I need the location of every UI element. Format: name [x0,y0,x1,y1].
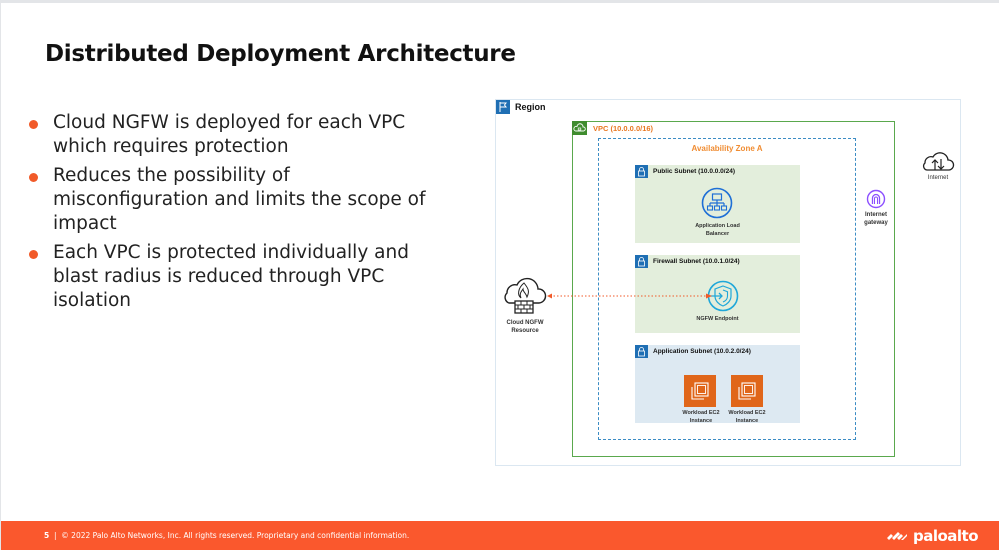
arrow-right-icon [706,293,712,299]
ngfw-endpoint-label: NGFW Endpoint [696,316,739,322]
cloud-ngfw-label-line2: Resource [511,328,539,334]
ec2-instance-icon [731,375,763,407]
bullet-dot-icon [29,250,38,259]
paloalto-logo-mark-icon [886,532,907,540]
vpc-group: VPC (10.0.0.0/16) [572,121,895,457]
load-balancer-icon [701,187,733,219]
lock-icon [635,165,648,178]
internet-gateway-icon [866,189,886,209]
footer-separator: | [51,531,59,540]
region-label: Region [515,102,546,112]
availability-zone-group: Availability Zone A [598,138,856,440]
slide-title: Distributed Deployment Architecture [45,41,516,67]
ec2-label-line1: Workload EC2 [728,410,766,416]
ec2-instance-icon [684,375,716,407]
lock-icon [635,345,648,358]
bullet-item: Reduces the possibility of misconfigurat… [29,164,449,236]
internet-gateway-label-line2: gateway [864,220,888,226]
traffic-link [547,293,712,299]
firewall-subnet: Firewall Subnet (10.0.1.0/24) NGFW Endpo… [635,255,800,333]
footer-text: 5 | © 2022 Palo Alto Networks, Inc. All … [44,531,409,540]
cloud-ngfw-label-line1: Cloud NGFW [506,320,544,326]
ec2-instance-label: Workload EC2 Instance [675,409,727,425]
load-balancer-label-line2: Balancer [705,231,730,237]
bullet-dot-icon [29,173,38,182]
application-subnet: Application Subnet (10.0.2.0/24) [635,345,800,423]
vpc-label: VPC (10.0.0.0/16) [593,124,654,133]
paloalto-logo: paloalto [885,526,979,546]
public-subnet-label: Public Subnet (10.0.0.0/24) [653,168,735,175]
logo-text: paloalto [912,527,979,545]
arrow-left-icon [547,293,552,299]
load-balancer-label-line1: Application Load [695,223,740,229]
page-number: 5 [44,531,50,540]
application-subnet-label: Application Subnet (10.0.2.0/24) [653,348,751,355]
ec2-label-line1: Workload EC2 [682,410,720,416]
cloud-ngfw-icon [504,277,547,314]
bullet-item: Each VPC is protected individually and b… [29,241,449,313]
region-flag-icon [496,100,510,114]
bullet-text: Reduces the possibility of misconfigurat… [53,165,426,234]
bullet-text: Cloud NGFW is deployed for each VPC whic… [53,112,406,157]
copyright-text: © 2022 Palo Alto Networks, Inc. All righ… [61,531,410,540]
bullet-text: Each VPC is protected individually and b… [53,242,409,311]
availability-zone-label: Availability Zone A [691,144,763,153]
bullet-dot-icon [29,120,38,129]
public-subnet: Public Subnet (10.0.0.0/24) Application … [635,165,800,243]
firewall-subnet-label: Firewall Subnet (10.0.1.0/24) [653,258,740,265]
bullet-list: Cloud NGFW is deployed for each VPC whic… [29,111,449,318]
ec2-instance-label: Workload EC2 Instance [721,409,773,425]
internet-cloud-icon [922,152,955,171]
internet-gateway-label: Internet gateway [856,211,896,227]
region-group: Region [495,99,961,466]
internet-label: Internet [927,175,949,181]
vpc-cloud-icon [572,121,587,135]
bullet-item: Cloud NGFW is deployed for each VPC whic… [29,111,449,159]
load-balancer-label: Application Load Balancer [635,222,800,238]
internet-gateway-label-line1: Internet [864,212,887,218]
ec2-label-line2: Instance [735,418,759,424]
lock-icon [635,255,648,268]
cloud-ngfw-label: Cloud NGFW Resource [498,319,552,335]
footer-bar: 5 | © 2022 Palo Alto Networks, Inc. All … [1,521,999,550]
ec2-label-line2: Instance [689,418,713,424]
